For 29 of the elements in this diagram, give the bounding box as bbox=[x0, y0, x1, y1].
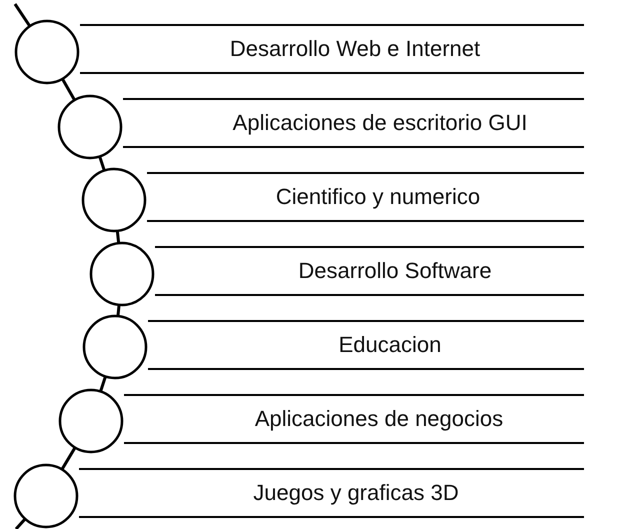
connector-line bbox=[14, 3, 32, 28]
band-label: Educacion bbox=[338, 332, 442, 358]
connector-line bbox=[60, 446, 76, 470]
circle-marker bbox=[58, 388, 124, 454]
connector-line bbox=[14, 518, 26, 529]
band-label: Aplicaciones de negocios bbox=[254, 406, 504, 432]
circle-marker bbox=[81, 167, 147, 233]
circle-marker bbox=[57, 94, 123, 160]
band-label: Aplicaciones de escritorio GUI bbox=[232, 110, 528, 136]
connector-line bbox=[98, 156, 106, 172]
list-band bbox=[79, 468, 584, 518]
list-band bbox=[124, 394, 584, 444]
connector-line bbox=[99, 376, 107, 392]
list-band bbox=[155, 246, 584, 296]
circle-marker bbox=[89, 241, 155, 307]
list-band bbox=[123, 98, 584, 148]
band-label: Juegos y graficas 3D bbox=[253, 480, 459, 506]
connector-line bbox=[116, 304, 121, 316]
circle-marker bbox=[14, 19, 80, 85]
list-band bbox=[147, 172, 584, 222]
list-band bbox=[148, 320, 584, 370]
band-label: Desarrollo Software bbox=[298, 258, 492, 284]
band-label: Desarrollo Web e Internet bbox=[230, 36, 480, 62]
circle-marker bbox=[82, 314, 148, 380]
band-label: Cientifico y numerico bbox=[276, 184, 480, 210]
connector-line bbox=[116, 230, 120, 244]
connector-line bbox=[61, 78, 76, 101]
list-band bbox=[80, 24, 584, 74]
circle-marker bbox=[13, 463, 79, 529]
